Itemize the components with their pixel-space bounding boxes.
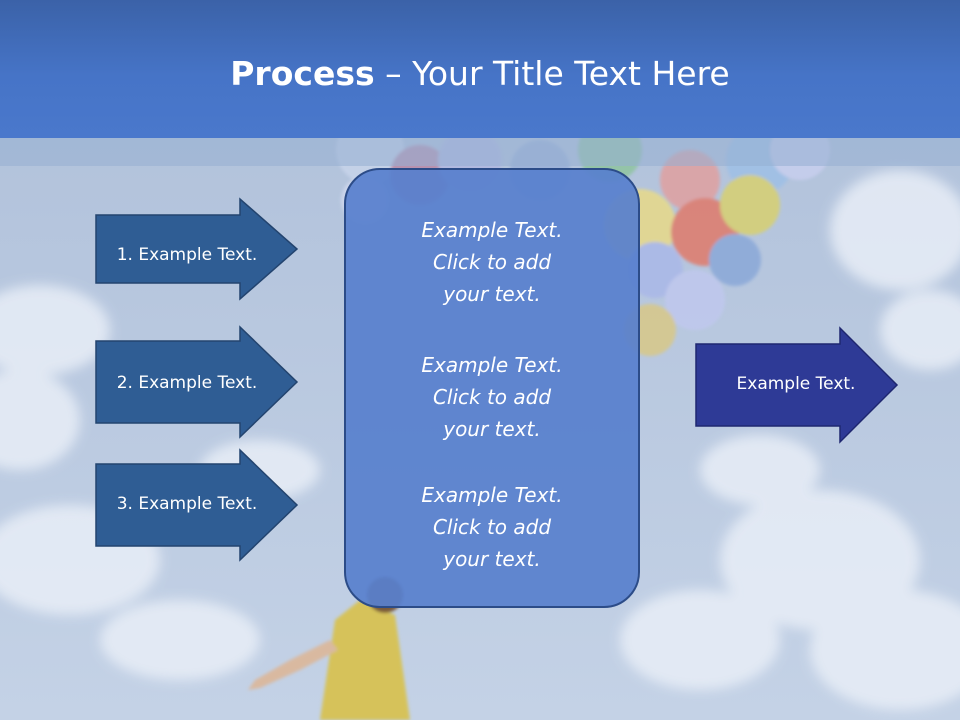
step-arrow-1-label: 1. Example Text. xyxy=(116,245,258,265)
center-text-line: your text. xyxy=(443,282,541,306)
title-band xyxy=(0,138,960,166)
step-arrow-2-label: 2. Example Text. xyxy=(116,373,258,393)
step-arrow-1-shape xyxy=(95,197,299,301)
result-arrow[interactable]: Example Text. xyxy=(694,326,900,444)
center-text-block-3: Example Text. Click to add your text. xyxy=(346,479,638,575)
center-text-line: Click to add xyxy=(432,515,552,539)
step-arrow-3-shape xyxy=(95,448,299,562)
step-arrow-3[interactable]: 3. Example Text. xyxy=(94,448,300,562)
step-arrow-2-shape xyxy=(95,325,299,439)
center-text-line: Example Text. xyxy=(421,218,563,242)
center-text-block-2: Example Text. Click to add your text. xyxy=(346,349,638,445)
title-bar xyxy=(0,0,960,138)
step-arrow-3-label: 3. Example Text. xyxy=(116,494,258,514)
center-text-block-1: Example Text. Click to add your text. xyxy=(346,214,638,310)
slide-title[interactable]: Process – Your Title Text Here xyxy=(0,52,960,96)
result-arrow-label: Example Text. xyxy=(736,374,856,394)
center-text-line: your text. xyxy=(443,417,541,441)
center-text-line: Click to add xyxy=(432,385,552,409)
center-text-line: Example Text. xyxy=(421,353,563,377)
center-text-line: Click to add xyxy=(432,250,552,274)
step-arrow-2[interactable]: 2. Example Text. xyxy=(94,325,300,439)
title-rest-text: – Your Title Text Here xyxy=(374,54,730,93)
step-arrow-1[interactable]: 1. Example Text. xyxy=(94,197,300,301)
result-arrow-shape xyxy=(695,326,899,444)
title-bold-text: Process xyxy=(230,54,375,93)
center-text-line: your text. xyxy=(443,547,541,571)
center-text-box[interactable]: Example Text. Click to add your text. Ex… xyxy=(344,168,640,608)
center-text-line: Example Text. xyxy=(421,483,563,507)
